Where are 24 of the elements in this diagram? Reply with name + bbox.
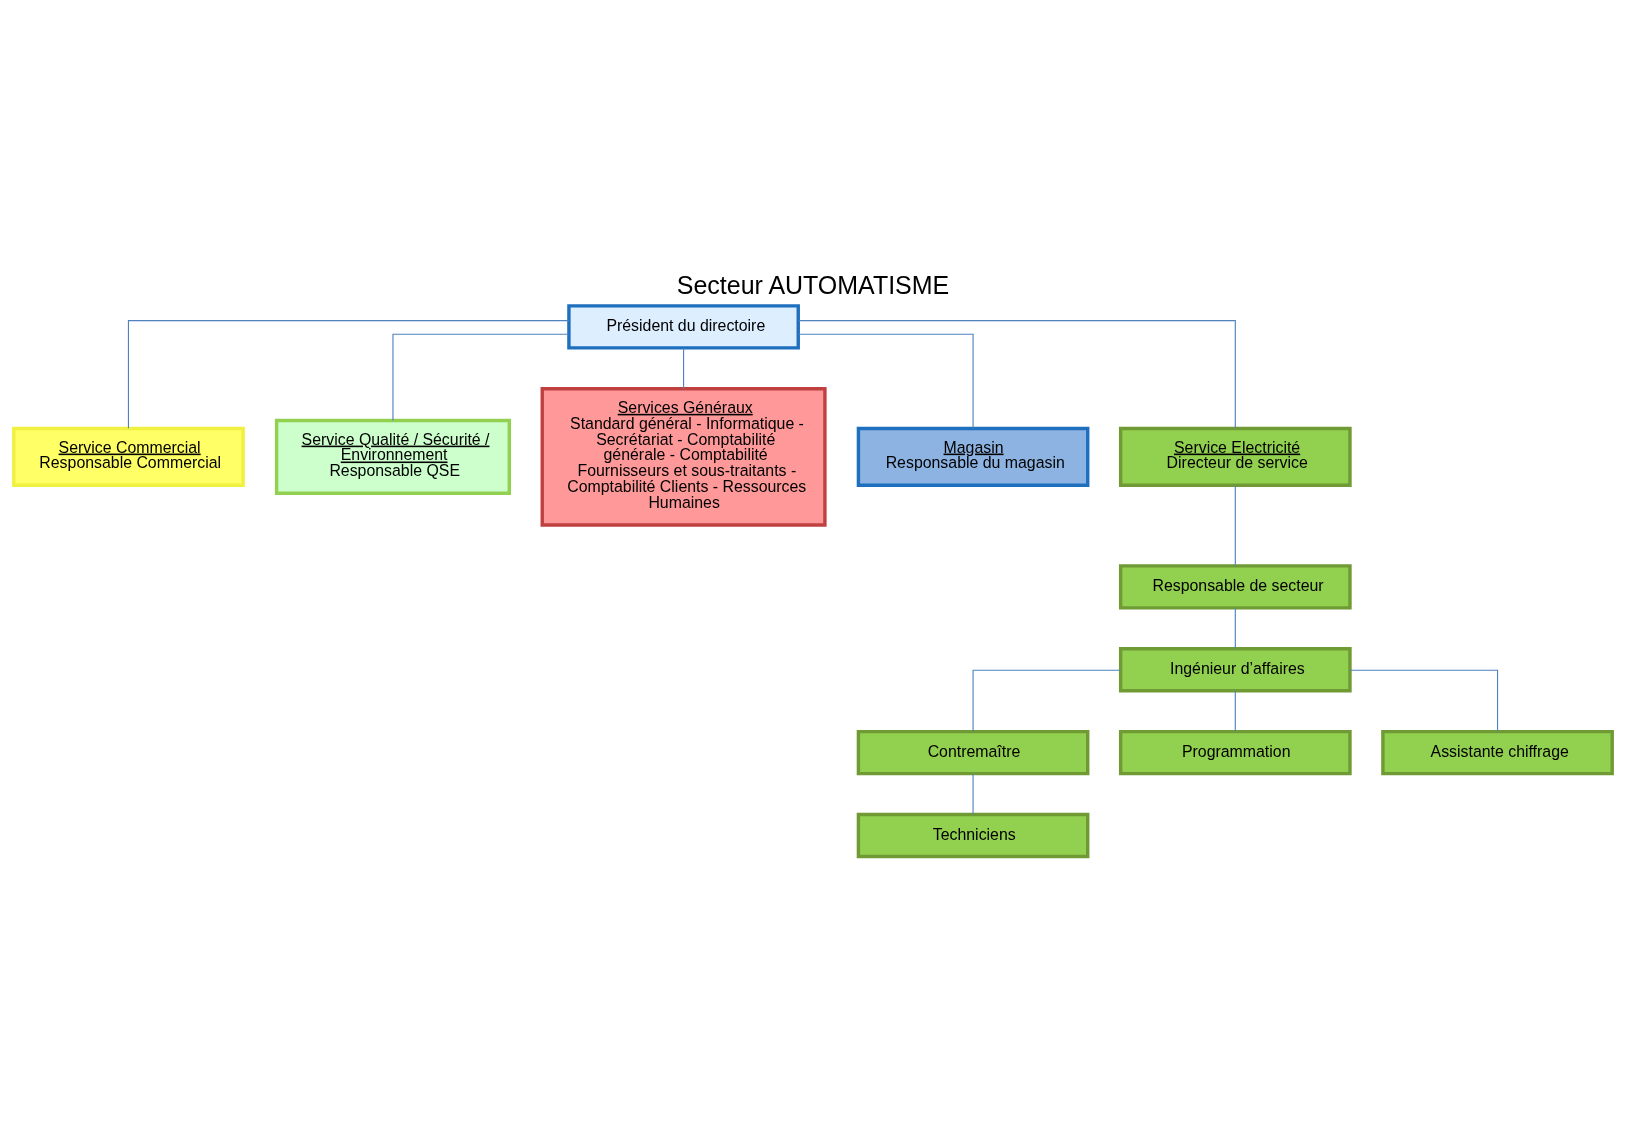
- node-box: Assistante chiffrage: [1380, 729, 1614, 775]
- connector: [972, 669, 1121, 732]
- node-box: Service Qualité / Sécurité / Environnement Responsable QSE: [274, 418, 511, 495]
- diagram-title: Secteur AUTOMATISME: [676, 270, 949, 299]
- connector: [1234, 607, 1236, 649]
- connector: [127, 319, 569, 429]
- connector: [1234, 689, 1236, 732]
- connector: [391, 333, 569, 421]
- connector: [1349, 669, 1498, 732]
- node-box: Responsable de secteur: [1118, 563, 1352, 610]
- node-box: Services Généraux Standard général - Informatique - Secrétariat - Comptabilité générale - Comptabilité Fournisseurs et sous-traitants - Comptabilité Clients - Ressources Humaines: [540, 386, 827, 527]
- connector: [682, 346, 684, 389]
- connector: [1234, 484, 1236, 566]
- node-box: Président du directoire: [566, 303, 800, 350]
- node-box: Programmation: [1118, 729, 1352, 775]
- node-box: Service Commercial Responsable Commercial: [11, 426, 245, 487]
- node-box: Contremaître: [856, 729, 1089, 775]
- connector: [797, 333, 974, 429]
- node-box: Service Electricité Directeur de service: [1118, 426, 1352, 487]
- node-box: Ingénieur d’affaires: [1118, 646, 1352, 692]
- connector: [797, 319, 1236, 429]
- node-box: Techniciens: [856, 812, 1089, 858]
- node-box: Magasin Responsable du magasin: [856, 426, 1089, 487]
- connector: [972, 772, 974, 815]
